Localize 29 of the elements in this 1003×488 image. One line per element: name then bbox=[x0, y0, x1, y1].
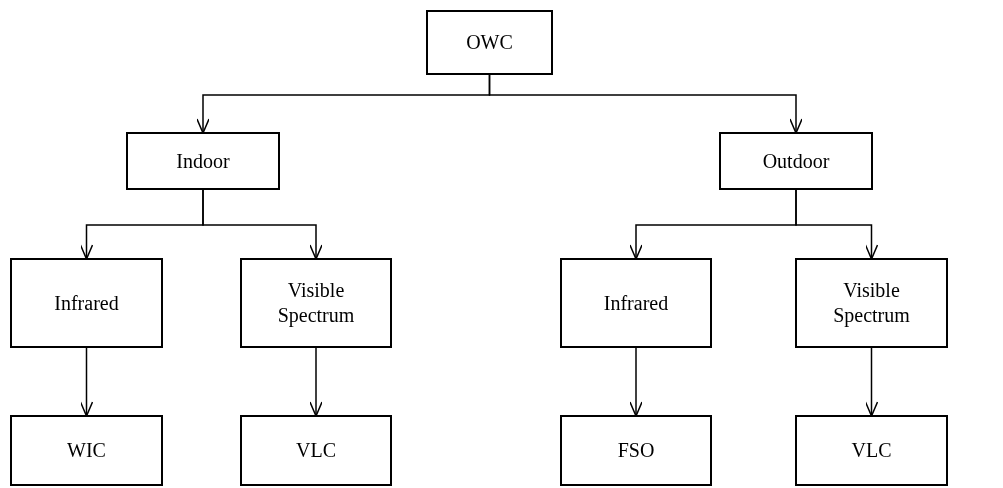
arrow bbox=[202, 189, 323, 260]
category-box bbox=[719, 132, 873, 190]
category-box bbox=[10, 258, 163, 348]
category-box bbox=[426, 10, 553, 75]
category-label: Indoor bbox=[176, 148, 230, 174]
category-box bbox=[560, 415, 712, 486]
category-label: Infrared bbox=[54, 290, 119, 316]
arrow bbox=[488, 74, 803, 134]
category-label: WIC bbox=[67, 438, 106, 463]
category-box bbox=[126, 132, 280, 190]
category-box bbox=[560, 258, 712, 348]
category-box bbox=[240, 415, 392, 486]
category-box bbox=[240, 258, 392, 348]
arrow bbox=[79, 347, 94, 417]
category-label: Visible Spectrum bbox=[276, 278, 356, 328]
arrow bbox=[309, 347, 323, 417]
category-label: FSO bbox=[617, 438, 655, 463]
category-label: Infrared bbox=[603, 290, 669, 316]
arrow bbox=[629, 347, 643, 417]
category-box bbox=[795, 258, 948, 348]
category-label: OWC bbox=[466, 30, 513, 55]
arrow bbox=[795, 189, 879, 260]
category-box bbox=[10, 415, 163, 486]
category-box bbox=[795, 415, 948, 486]
category-label: VLC bbox=[296, 438, 336, 463]
category-label: Outdoor bbox=[762, 148, 830, 174]
arrow bbox=[864, 347, 879, 417]
category-label: VLC bbox=[851, 438, 892, 463]
category-label: Visible Spectrum bbox=[832, 278, 911, 328]
